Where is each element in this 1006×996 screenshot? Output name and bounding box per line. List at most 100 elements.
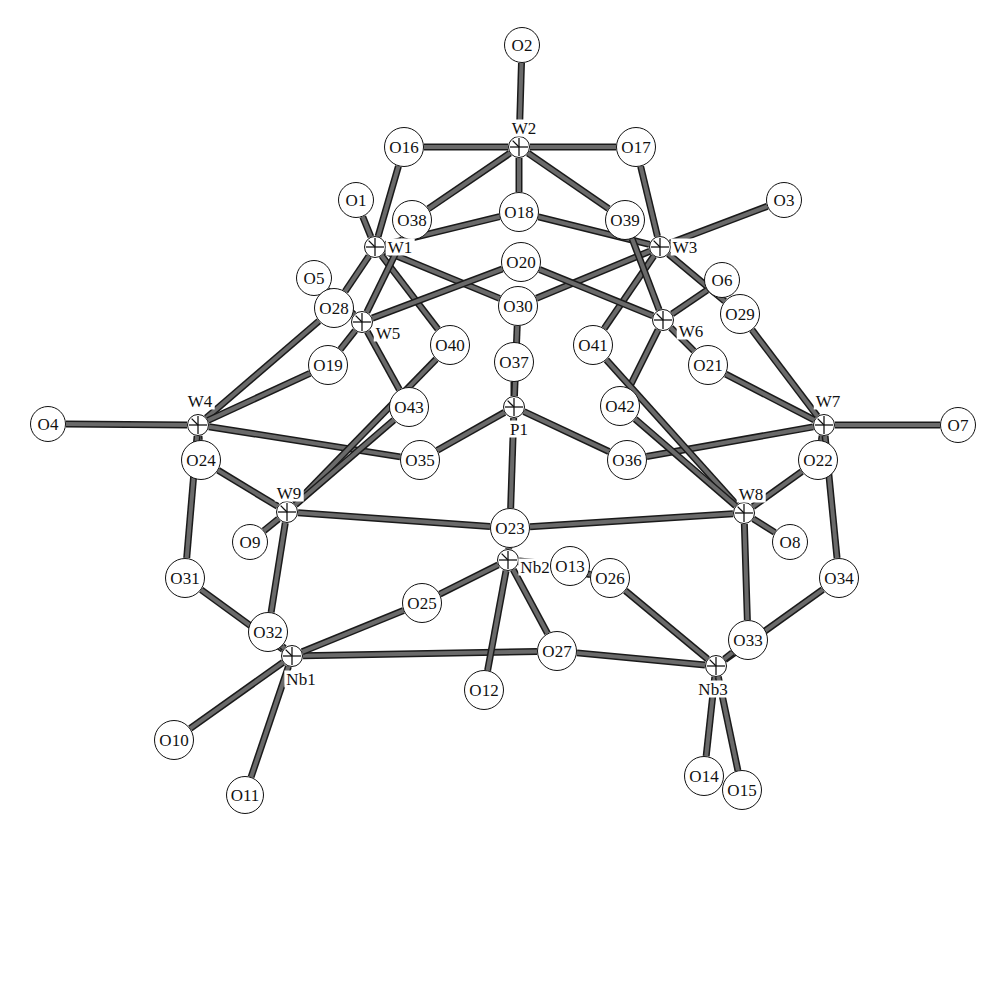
atom-circle: O13 <box>550 546 590 586</box>
atom-circle: O9 <box>232 524 268 560</box>
atom-label: O4 <box>38 416 59 433</box>
atom-label: P1 <box>508 421 530 438</box>
atom-label: W1 <box>386 239 415 256</box>
atom-label: O11 <box>231 787 260 804</box>
atom-label: O37 <box>499 354 528 371</box>
atom-circle: O33 <box>728 620 768 660</box>
atom-label: O19 <box>313 357 342 374</box>
atom-ellipsoid: W1 <box>364 236 386 258</box>
atom-circle: O41 <box>573 325 613 365</box>
atom-circle: O28 <box>314 288 354 328</box>
bond <box>208 373 310 420</box>
atom-circle: O11 <box>226 776 264 814</box>
atom-label: O26 <box>595 570 624 587</box>
octant-shading <box>653 310 673 330</box>
atom-label: O23 <box>495 520 524 537</box>
bond <box>429 153 510 209</box>
octant-shading <box>814 415 834 435</box>
atom-circle: O17 <box>616 127 656 167</box>
bond <box>835 425 940 426</box>
octant-shading <box>365 237 385 257</box>
atom-circle: O31 <box>165 558 205 598</box>
atom-circle: O43 <box>389 387 429 427</box>
atom-circle: O26 <box>590 558 630 598</box>
atom-label: W4 <box>186 393 215 410</box>
atom-ellipsoid: W2 <box>508 136 530 158</box>
atom-ellipsoid: W8 <box>733 502 755 524</box>
atom-ellipsoid: Nb1 <box>281 645 303 667</box>
atom-circle: O19 <box>308 345 348 385</box>
atom-label: O16 <box>389 139 418 156</box>
bond <box>725 590 823 660</box>
bond <box>271 523 285 612</box>
atom-circle: O30 <box>498 286 538 326</box>
atom-label: O2 <box>512 37 533 54</box>
bond <box>530 514 733 527</box>
atom-label: O41 <box>578 337 607 354</box>
bond <box>540 270 653 316</box>
atom-ellipsoid: W9 <box>276 501 298 523</box>
bond <box>524 412 609 452</box>
atom-label: O35 <box>405 452 434 469</box>
bond <box>298 513 490 527</box>
bond <box>753 519 774 533</box>
atom-label: W5 <box>374 325 403 342</box>
atom-label: O31 <box>170 570 199 587</box>
bond <box>437 412 504 450</box>
atom-label: O38 <box>397 212 426 229</box>
bond <box>206 321 318 418</box>
atom-label: O20 <box>506 254 535 271</box>
atom-label: O25 <box>407 595 436 612</box>
atom-circle: O34 <box>819 558 859 598</box>
atom-circle: O1 <box>338 182 374 218</box>
bond <box>513 570 547 634</box>
octant-shading <box>352 312 372 332</box>
atom-label: W6 <box>677 323 706 340</box>
bond <box>295 420 394 505</box>
atom-circle: O21 <box>688 345 728 385</box>
bond <box>530 147 616 148</box>
octant-shading <box>509 137 529 157</box>
atom-ellipsoid: Nb3 <box>705 655 727 677</box>
atom-circle: O2 <box>504 27 540 63</box>
bond <box>218 470 277 506</box>
atom-label: O9 <box>240 534 261 551</box>
bond <box>519 158 520 192</box>
atom-circle: O20 <box>501 242 541 282</box>
atom-label: O34 <box>824 570 853 587</box>
atom-circle: O27 <box>537 631 577 671</box>
bond <box>302 611 403 652</box>
octant-shading <box>188 415 208 435</box>
atom-label: O8 <box>780 534 801 551</box>
atom-circle: O7 <box>940 407 976 443</box>
atom-label: O43 <box>394 399 423 416</box>
bond <box>340 331 355 350</box>
atom-circle: O12 <box>464 670 504 710</box>
octant-shading <box>504 397 524 417</box>
atom-label: O17 <box>621 139 650 156</box>
atom-label: Nb2 <box>518 559 551 576</box>
bond <box>577 653 705 665</box>
atom-circle: O23 <box>490 508 530 548</box>
atom-circle: O22 <box>798 440 838 480</box>
octant-shading <box>277 502 297 522</box>
atom-label: O22 <box>803 452 832 469</box>
bond <box>672 290 707 314</box>
bond <box>66 424 187 426</box>
atom-label: O3 <box>774 192 795 209</box>
atom-label: O6 <box>712 272 733 289</box>
atom-circle: O40 <box>430 325 470 365</box>
bond <box>251 666 288 777</box>
atom-label: O15 <box>727 782 756 799</box>
atom-label: O36 <box>612 452 641 469</box>
atom-label: O18 <box>504 204 533 221</box>
atom-ellipsoid: Nb2 <box>497 549 519 571</box>
atom-circle: O32 <box>248 612 288 652</box>
atom-label: O10 <box>159 732 188 749</box>
atom-circle: O18 <box>499 192 539 232</box>
bond <box>264 519 278 531</box>
bond <box>744 524 747 620</box>
atom-label: O13 <box>555 558 584 575</box>
atom-circle: O3 <box>766 182 802 218</box>
